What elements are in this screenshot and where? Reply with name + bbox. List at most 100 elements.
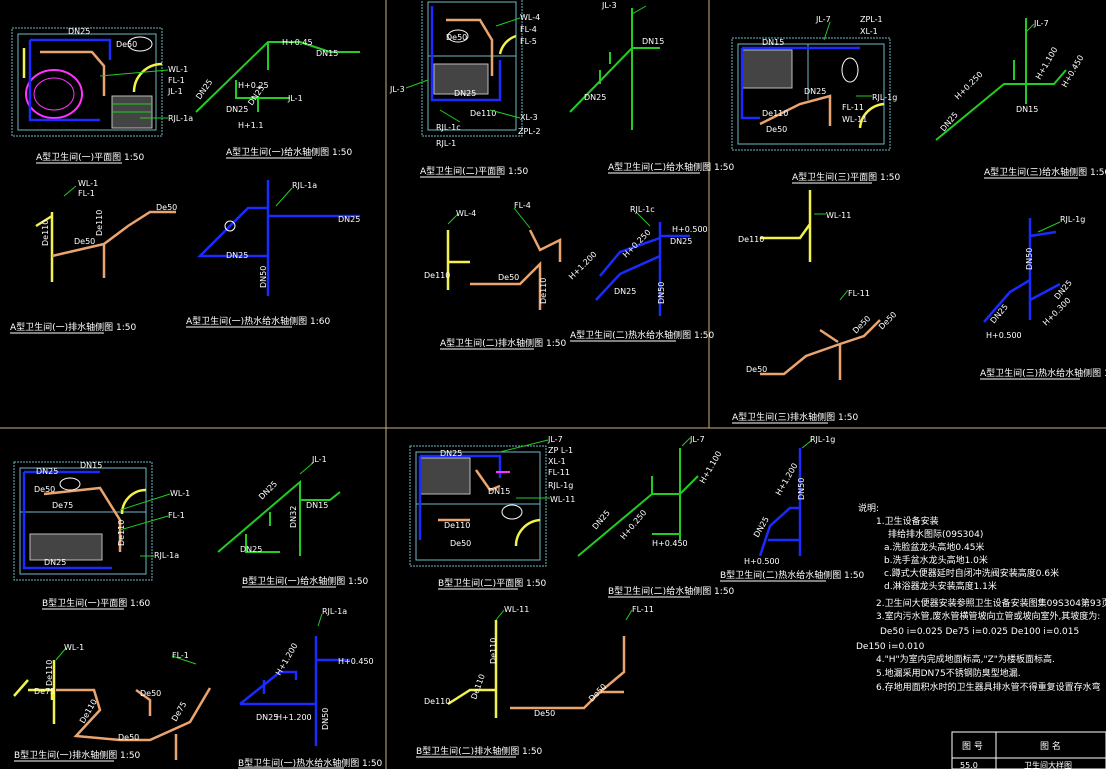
q1-supply-iso-pipe (195, 41, 360, 113)
q1-hot-dn25b: DN25 (226, 251, 248, 260)
q2-shower-tray (433, 63, 489, 95)
q4-drain-fl: FL-1 (172, 651, 189, 660)
q3-supply-iso: JL-7 H+0.250 H+1.100 H+0.450 DN15 DN25 A… (935, 18, 1106, 179)
q1-hot-fixture (224, 220, 236, 232)
q5-hot-iso: RJL-1g H+1.200 H+0.500 DN50 DN25 B型卫生间(二… (720, 435, 865, 582)
title-block-row-name: 卫生间大样图 (1024, 760, 1072, 769)
q4-hot-dn50: DN50 (321, 708, 330, 730)
q2-hot-dn25b: DN25 (614, 287, 636, 296)
q2-drain-waste (446, 230, 470, 290)
q4-supply-dn25b: DN25 (240, 545, 262, 554)
q1-plan-dn25: DN25 (68, 27, 90, 36)
q3-supply-iso-pipe (935, 18, 1067, 141)
q2-hot-h2: H+0.250 (621, 228, 653, 260)
q5-hot-h1: H+1.200 (774, 462, 800, 497)
q3-hot-h2: H+0.300 (1041, 296, 1073, 328)
q1-bathtub-inner (33, 77, 75, 111)
q1-drain-de50b: De50 (156, 203, 177, 212)
q4-plan-dn25b: DN25 (44, 558, 66, 567)
q1-supply-h2: H+0.25 (238, 81, 269, 90)
q1-leader-wl (99, 69, 169, 77)
q4-drain-de75: De75 (34, 687, 55, 696)
q5-supply-h3: H+0.450 (652, 539, 688, 548)
q4-supply-title: B型卫生间(一)给水轴侧图 1:50 (242, 575, 369, 587)
q2-hot-riser (595, 222, 690, 316)
q5-drain-branch (510, 636, 626, 710)
q2-supply-iso-pipe (569, 8, 660, 130)
q3-supply-h2: H+1.100 (1034, 46, 1060, 81)
q4-plan-de110: De110 (117, 520, 126, 546)
q4-plan-dn15: DN15 (80, 461, 102, 470)
q4-plan-de75: De75 (52, 501, 73, 510)
q3-drain-pipe (759, 94, 832, 126)
q2-supply-dn15: DN15 (642, 37, 664, 46)
q4-plan-de50: De50 (34, 485, 55, 494)
q2-plan-de110: De110 (470, 109, 496, 118)
q3-drain-de110: De110 (738, 235, 764, 244)
q3-plan: DN15 DN25 De110 De50 JL-7 ZPL-1 XL-1 FL-… (731, 15, 901, 184)
q2-plan-rjl1: RJL-1 (436, 139, 456, 148)
note-line-3: a.洗脸盆龙头高地0.45米 (884, 541, 984, 553)
q5-hot-dn50: DN50 (797, 478, 806, 500)
q4-drain-de110a: De110 (45, 660, 54, 686)
q3-plan-de50: De50 (766, 125, 787, 134)
q4-hot-h2: H+0.450 (338, 657, 374, 666)
q5-supply-iso-pipe (577, 448, 699, 557)
q3-plan-xl1: XL-1 (860, 27, 878, 36)
q5-plan-xl1: XL-1 (548, 457, 566, 466)
q4-plan-wall-outer (13, 461, 153, 581)
q4-plan-title: B型卫生间(一)平面图 1:60 (42, 597, 151, 609)
title-block-col2: 图 名 (1040, 740, 1061, 752)
q5-plan-dn25: DN25 (440, 449, 462, 458)
q2-leader-jl (405, 79, 429, 89)
q2-drain-branch (470, 229, 562, 310)
q1-supply-pipe (28, 38, 112, 122)
q4-hot-dn25: DN25 (256, 713, 278, 722)
q4-drain-iso: WL-1 FL-1 De110 De75 De110 De50 De50 De7… (13, 643, 212, 762)
title-block-row-num: 55.0 (960, 761, 978, 769)
q2-plan-rjl1c: RJL-1c (436, 123, 461, 132)
q2-supply-iso: JL-3 DN15 DN25 A型卫生间(二)给水轴侧图 1:50 (569, 1, 735, 174)
q1-plan-wl: WL-1 (168, 65, 188, 74)
q1-door-arc (132, 62, 163, 93)
q5-plan-de50: De50 (450, 539, 471, 548)
q4-supply-iso-pipe (217, 479, 341, 556)
note-line-7: 2.卫生间大便器安装参照卫生设备安装图集09S304第93页 (876, 597, 1106, 609)
q3-supply-dn15: DN15 (1016, 105, 1038, 114)
q5-supply-leader (681, 437, 691, 447)
q1-plan: DN25 De50 WL-1 FL-1 JL-1 RJL-1a A型卫生间(一)… (11, 27, 193, 164)
q1-bathtub (25, 69, 83, 119)
q3-hot-dn50: DN50 (1025, 248, 1034, 270)
q5-supply-title: B型卫生间(二)给水轴侧图 1:50 (608, 585, 735, 597)
q5-plan-jl7: JL-7 (547, 435, 563, 444)
q5-drain-de110b: De110 (469, 673, 486, 701)
q1-plan-wall-inner (17, 33, 157, 131)
note-line-5: c.蹲式大便器延时自闭冲洗阀安装高度0.6米 (884, 567, 1059, 579)
q2-drain-de110b: De110 (539, 278, 548, 304)
q5-shower-tray (419, 457, 471, 495)
note-line-12: 5.地漏采用DN75不锈钢防臭型地漏. (876, 667, 1021, 679)
q5-supply-iso: JL-7 H+1.100 H+0.250 H+0.450 DN25 B型卫生间(… (577, 435, 735, 598)
q1-hot-rjl: RJL-1a (292, 181, 317, 190)
q2-plan-de50: De50 (446, 33, 467, 42)
q2-drain-iso: WL-4 FL-4 De110 De50 De110 A型卫生间(二)排水轴侧图… (424, 201, 567, 350)
q1-drain-iso: WL-1 FL-1 De110 De50 De110 De50 A型卫生间(一)… (10, 179, 177, 334)
q4-leader-fl (119, 515, 169, 531)
title-block: 图 号 图 名 55.0 卫生间大样图 (951, 731, 1106, 769)
q2-drain-de110a: De110 (424, 271, 450, 280)
q4-plan-rjl: RJL-1a (154, 551, 179, 560)
q2-plan-title: A型卫生间(二)平面图 1:50 (420, 165, 529, 177)
q1-drain-waste-riser (35, 212, 54, 282)
q2-plan: DN25 De50 De110 JL-3 WL-4 FL-4 FL-5 XL-3… (389, 0, 541, 178)
q2-plan-xl3: XL-3 (520, 113, 538, 122)
q2-supply-jl: JL-3 (601, 1, 617, 10)
q5-plan-dn15: DN15 (488, 487, 510, 496)
q1-supply-h3: H+1.1 (238, 121, 263, 130)
q4-drain-wl: WL-1 (64, 643, 84, 652)
q1-plan-fl: FL-1 (168, 76, 185, 85)
q1-supply-dn25b: DN25 (226, 105, 248, 114)
q3-door-arc (858, 102, 885, 129)
q4-drain-title: B型卫生间(一)排水轴侧图 1:50 (14, 749, 141, 761)
q3-plan-title: A型卫生间(三)平面图 1:50 (792, 171, 901, 183)
